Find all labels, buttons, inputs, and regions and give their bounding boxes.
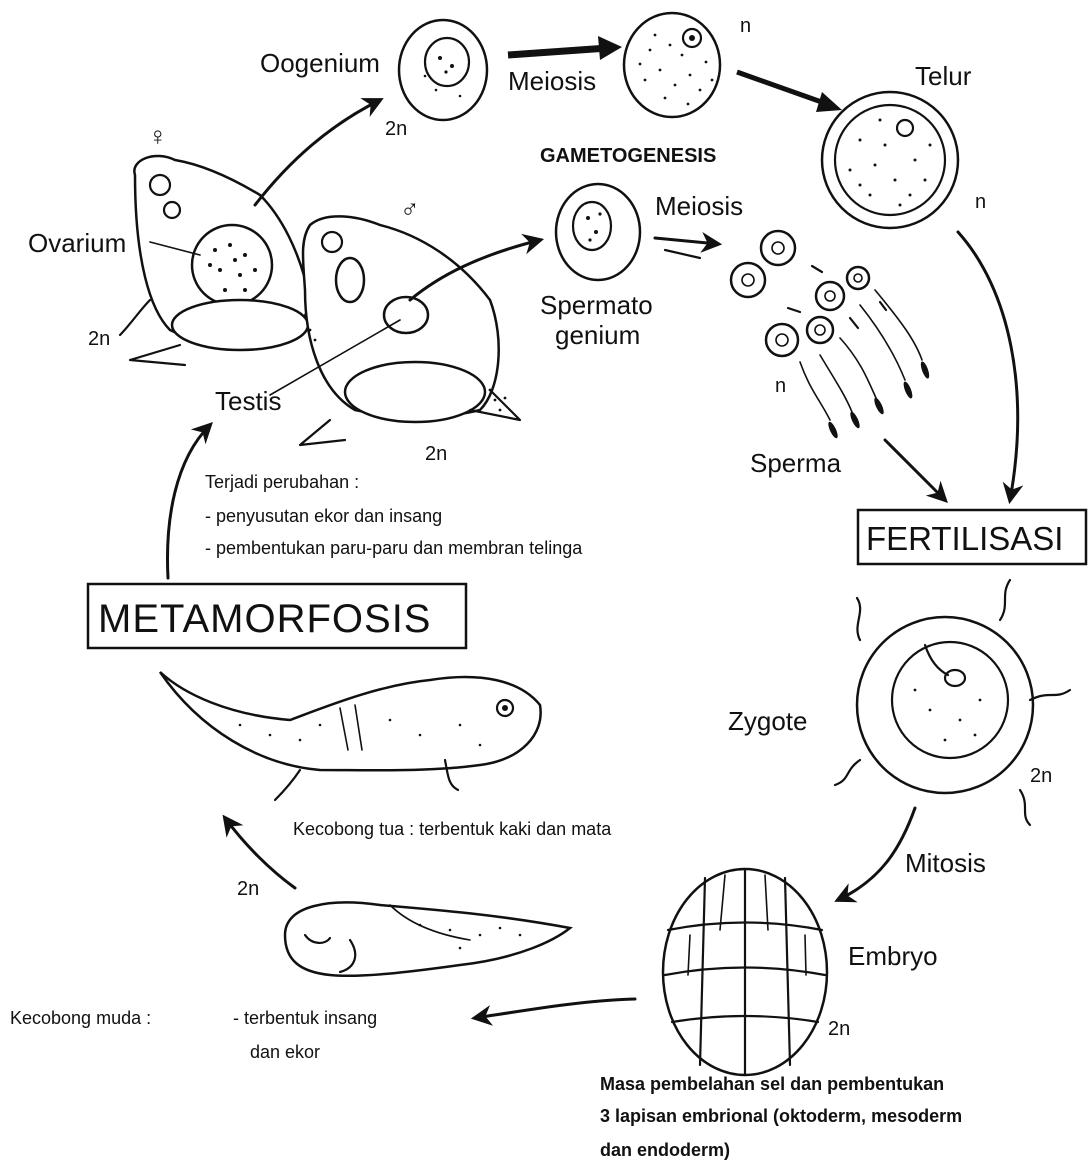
label-2n-embryo: 2n — [828, 1018, 850, 1040]
arrow-to-kecobong-tua — [225, 818, 295, 888]
spermatids-and-sperm — [731, 231, 931, 439]
note-perubahan-title: Terjadi perubahan : — [205, 472, 359, 492]
label-2n-male: 2n — [425, 443, 447, 465]
label-spermatogenium-1: Spermato — [540, 290, 653, 320]
ovum-n-cell — [624, 13, 720, 117]
label-meiosis-mid: Meiosis — [655, 191, 743, 221]
label-ovarium: Ovarium — [28, 228, 126, 258]
arrow-meiosis-sperm — [655, 238, 718, 258]
note-embryo-2: 3 lapisan embrional (oktoderm, mesoderm — [600, 1106, 962, 1126]
arrow-ovarium-to-oogenium — [255, 100, 380, 205]
arrow-telur-to-fertilisasi — [958, 232, 1018, 500]
note-embryo-1: Masa pembelahan sel dan pembentukan — [600, 1074, 944, 1094]
label-oogenium: Oogenium — [260, 48, 380, 78]
label-kecobong-tua: Kecobong tua : terbentuk kaki dan mata — [293, 819, 612, 839]
note-perubahan-2: - pembentukan paru-paru dan membran teli… — [205, 538, 583, 558]
label-telur: Telur — [915, 61, 972, 91]
female-frog — [120, 156, 310, 365]
label-kecobong-muda: Kecobong muda : — [10, 1008, 151, 1028]
label-n-top: n — [740, 15, 751, 37]
kecobong-muda-tadpole — [285, 903, 570, 976]
label-metamorfosis: METAMORFOSIS — [98, 597, 431, 641]
label-2n-tadpole: 2n — [237, 878, 259, 900]
arrow-sperma-to-fertilisasi — [885, 440, 945, 500]
label-zygote: Zygote — [728, 706, 808, 736]
label-n-sperma: n — [775, 375, 786, 397]
label-kecobong-muda-1: - terbentuk insang — [233, 1008, 377, 1028]
male-symbol: ♂ — [400, 194, 420, 224]
arrow-to-adult-frogs — [167, 425, 210, 578]
kecobong-tua-tadpole — [160, 672, 541, 800]
male-frog — [300, 216, 520, 445]
label-spermatogenium-2: genium — [555, 320, 640, 350]
embryo — [663, 869, 827, 1075]
female-symbol: ♀ — [148, 121, 168, 151]
label-kecobong-muda-2: dan ekor — [250, 1042, 320, 1062]
label-fertilisasi: FERTILISASI — [866, 520, 1063, 557]
arrow-mitosis — [838, 808, 915, 900]
label-2n-zygote: 2n — [1030, 765, 1052, 787]
label-sperma: Sperma — [750, 448, 842, 478]
label-embryo: Embryo — [848, 941, 938, 971]
label-mitosis: Mitosis — [905, 848, 986, 878]
label-2n-female: 2n — [88, 328, 110, 350]
label-gametogenesis: GAMETOGENESIS — [540, 145, 716, 167]
spermatogenium-cell — [556, 184, 640, 280]
label-n-telur: n — [975, 191, 986, 213]
telur-egg — [822, 92, 958, 228]
arrow-meiosis-top — [508, 36, 622, 60]
arrow-to-telur — [737, 72, 842, 112]
label-testis: Testis — [215, 386, 281, 416]
note-embryo-3: dan endoderm) — [600, 1140, 730, 1160]
label-2n-oogenium: 2n — [385, 118, 407, 140]
oogenium-cell — [399, 20, 487, 120]
arrow-to-kecobong-muda — [475, 999, 635, 1018]
label-meiosis-top: Meiosis — [508, 66, 596, 96]
note-perubahan-1: - penyusutan ekor dan insang — [205, 506, 442, 526]
zygote-cell — [835, 580, 1070, 825]
